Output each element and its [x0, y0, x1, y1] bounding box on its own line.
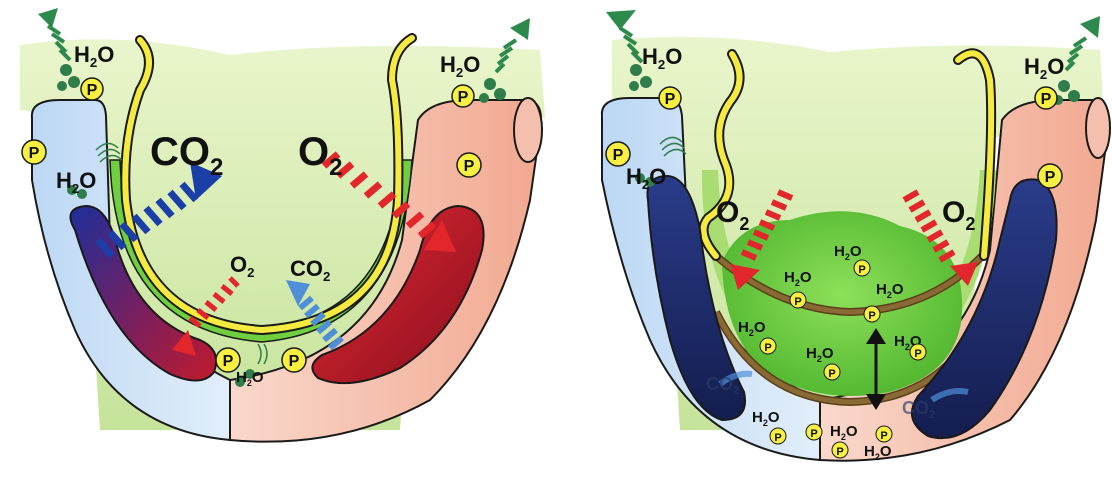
- svg-text:P: P: [880, 430, 887, 442]
- right-p-marker-top: P: [659, 87, 681, 109]
- p-label: P: [29, 145, 40, 162]
- svg-text:P: P: [810, 428, 817, 440]
- p-label: P: [665, 91, 676, 108]
- p-label: P: [613, 147, 624, 164]
- p-label: P: [289, 353, 300, 370]
- p-label: P: [1045, 169, 1056, 186]
- p-label: P: [464, 158, 475, 175]
- svg-text:P: P: [828, 368, 835, 380]
- svg-text:P: P: [774, 432, 781, 444]
- p-label: P: [223, 353, 234, 370]
- right-p-marker-top-right: P: [1035, 87, 1057, 109]
- svg-text:P: P: [914, 348, 921, 360]
- svg-text:P: P: [868, 310, 875, 322]
- left-p-marker-top-right: P: [452, 85, 474, 107]
- svg-text:P: P: [858, 264, 865, 276]
- right-p-marker-leftside: P: [606, 142, 630, 166]
- svg-text:P: P: [836, 446, 843, 458]
- svg-text:P: P: [764, 342, 771, 354]
- left-panel: P P P P P P: [20, 8, 545, 442]
- p-label: P: [1041, 91, 1052, 108]
- right-p-marker-rightside: P: [1038, 164, 1062, 188]
- right-tube-opening: [1086, 98, 1110, 158]
- right-panel: CO2 CO2: [602, 10, 1110, 462]
- left-p-marker-top: P: [81, 78, 103, 100]
- left-p-marker-bottom-b: P: [282, 348, 306, 372]
- p-label: P: [87, 82, 98, 99]
- p-label: P: [458, 89, 469, 106]
- left-p-marker-leftside: P: [22, 140, 46, 164]
- svg-text:P: P: [794, 296, 801, 308]
- left-tube-opening: [514, 98, 542, 162]
- left-p-marker-rightside: P: [457, 153, 481, 177]
